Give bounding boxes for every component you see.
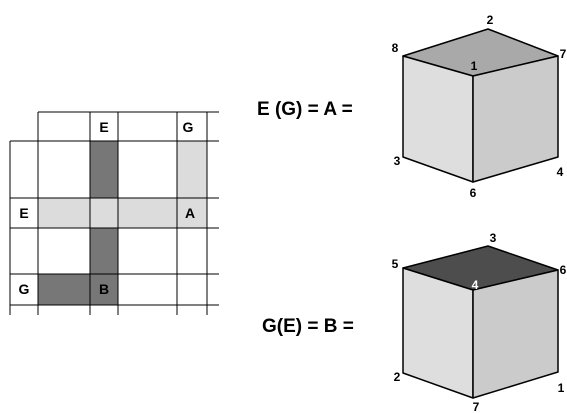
cube-a: 2 8 1 7 3 6 4 — [392, 13, 567, 200]
cube-b-vertex-back: 3 — [490, 231, 497, 245]
cube-a-vertex-bottom-left: 3 — [394, 154, 401, 168]
cube-a-vertex-bottom-front: 6 — [470, 186, 477, 200]
grid-diagram: E G E A G B — [9, 111, 219, 315]
cube-b-vertex-right: 6 — [560, 263, 567, 277]
cube-b-vertex-bottom-front: 7 — [473, 400, 480, 413]
grid-cell-b: B — [99, 281, 109, 297]
equation-bottom: G(E) = B = — [262, 316, 354, 337]
cube-b-front-face — [402, 267, 474, 399]
cube-a-vertex-right: 7 — [560, 47, 567, 61]
cube-b: 3 5 4 6 2 7 1 — [392, 231, 567, 413]
grid-row-label-e: E — [19, 205, 28, 221]
cube-b-vertex-left: 5 — [392, 257, 399, 271]
cube-a-vertex-front: 1 — [471, 59, 478, 73]
cube-b-right-face — [472, 269, 559, 399]
grid-column-header-e: E — [99, 119, 108, 135]
cube-a-vertex-back: 2 — [487, 13, 494, 27]
cube-a-right-face — [472, 55, 559, 183]
equation-top: E (G) = A = — [257, 99, 353, 120]
dark-horizontal-bar — [38, 274, 118, 305]
cube-b-vertex-bottom-right: 1 — [558, 381, 565, 395]
cube-a-front-face — [402, 55, 474, 183]
light-vertical-bar — [177, 141, 207, 228]
cube-a-vertex-left: 8 — [392, 41, 399, 55]
grid-row-label-g: G — [19, 281, 30, 297]
cube-b-vertex-bottom-left: 2 — [394, 370, 401, 384]
cube-a-vertex-bottom-right: 4 — [557, 165, 564, 179]
cube-b-vertex-front: 4 — [472, 278, 479, 292]
grid-cell-a: A — [185, 205, 195, 221]
grid-column-header-g: G — [183, 119, 194, 135]
